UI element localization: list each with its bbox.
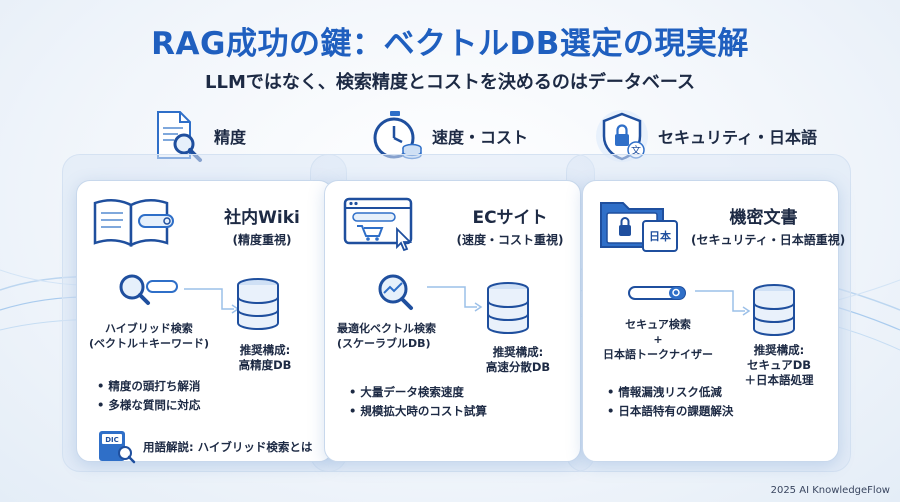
open-book-search-icon xyxy=(93,199,174,248)
card-title: 機密文書 xyxy=(729,208,798,228)
recommended-config: 推奨構成: 高速分散DB xyxy=(485,345,551,374)
card-internal-wiki: 社内Wiki (精度重視) ハイブリッド検索 (ベクトル＋キーワード) 推奨構成… xyxy=(76,180,333,465)
glossary-link[interactable]: DIC 用語解説: ハイブリッド検索とは xyxy=(97,429,312,465)
method-text: ハイブリッド検索 (ベクトル＋キーワード) xyxy=(89,322,210,350)
card-subtitle: (セキュリティ・日本語重視) xyxy=(691,233,846,247)
magnifier-trend-icon xyxy=(378,274,413,310)
column-header-accuracy: 精度 xyxy=(150,108,246,164)
database-icon xyxy=(237,278,279,330)
list-item: 規模拡大時のコスト試算 xyxy=(349,404,487,418)
database-icon xyxy=(487,282,529,334)
column-label: 精度 xyxy=(214,128,247,147)
card-confidential-docs: 日本 機密文書 (セキュリティ・日本語重視) セキュア検索 + 日本語トークナイ… xyxy=(582,180,846,462)
shield-lock-icon: 文 xyxy=(596,110,648,162)
card-subtitle: (速度・コスト重視) xyxy=(456,233,564,247)
flow-arrow-icon xyxy=(695,290,751,316)
method-text: 最適化ベクトル検索 (スケーラブルDB) xyxy=(337,322,436,350)
database-icon xyxy=(753,284,795,336)
list-item: 多様な質問に対応 xyxy=(97,398,200,412)
magnifier-search-bar-icon xyxy=(119,274,178,305)
svg-text:日本: 日本 xyxy=(649,229,671,243)
benefit-list: 精度の頭打ち解消 多様な質問に対応 xyxy=(97,377,200,415)
column-header-security-japanese: 文 セキュリティ・日本語 xyxy=(594,108,817,164)
stopwatch-coins-icon xyxy=(373,111,422,160)
recommended-config: 推奨構成: セキュアDB ＋日本語処理 xyxy=(744,343,814,387)
benefit-list: 情報漏洩リスク低減 日本語特有の課題解決 xyxy=(607,383,733,421)
card-title: ECサイト xyxy=(472,208,548,228)
document-magnifier-icon xyxy=(157,111,202,162)
flow-arrow-icon xyxy=(427,286,483,312)
method-text: セキュア検索 + 日本語トークナイザー xyxy=(603,318,713,361)
card-title: 社内Wiki xyxy=(224,208,300,228)
list-item: 大量データ検索速度 xyxy=(349,385,464,399)
column-label: セキュリティ・日本語 xyxy=(658,128,818,147)
glossary-label: 用語解説: ハイブリッド検索とは xyxy=(143,440,313,454)
dictionary-icon: DIC xyxy=(99,431,136,464)
column-label: 速度・コスト xyxy=(432,128,529,147)
search-bar-icon xyxy=(628,286,686,300)
card-subtitle: (精度重視) xyxy=(232,233,292,247)
folder-lock-icon: 日本 xyxy=(600,202,678,252)
benefit-list: 大量データ検索速度 規模拡大時のコスト試算 xyxy=(349,383,487,421)
list-item: 日本語特有の課題解決 xyxy=(607,404,733,418)
list-item: 情報漏洩リスク低減 xyxy=(607,385,722,399)
browser-cart-icon xyxy=(343,197,413,252)
svg-text:文: 文 xyxy=(631,144,641,157)
card-ec-site: ECサイト (速度・コスト重視) 最適化ベクトル検索 (スケーラブルDB) 推奨… xyxy=(324,180,581,462)
list-item: 精度の頭打ち解消 xyxy=(97,379,200,393)
page-subtitle: LLMではなく、検索精度とコストを決めるのはデータベース xyxy=(205,72,695,93)
page-title: RAG成功の鍵：ベクトルDB選定の現実解 xyxy=(151,26,749,62)
svg-text:DIC: DIC xyxy=(105,436,119,444)
recommended-config: 推奨構成: 高精度DB xyxy=(238,343,292,372)
column-header-speed-cost: 速度・コスト xyxy=(368,108,528,164)
flow-arrow-icon xyxy=(184,288,240,314)
footer-credit: 2025 AI KnowledgeFlow xyxy=(770,485,890,496)
